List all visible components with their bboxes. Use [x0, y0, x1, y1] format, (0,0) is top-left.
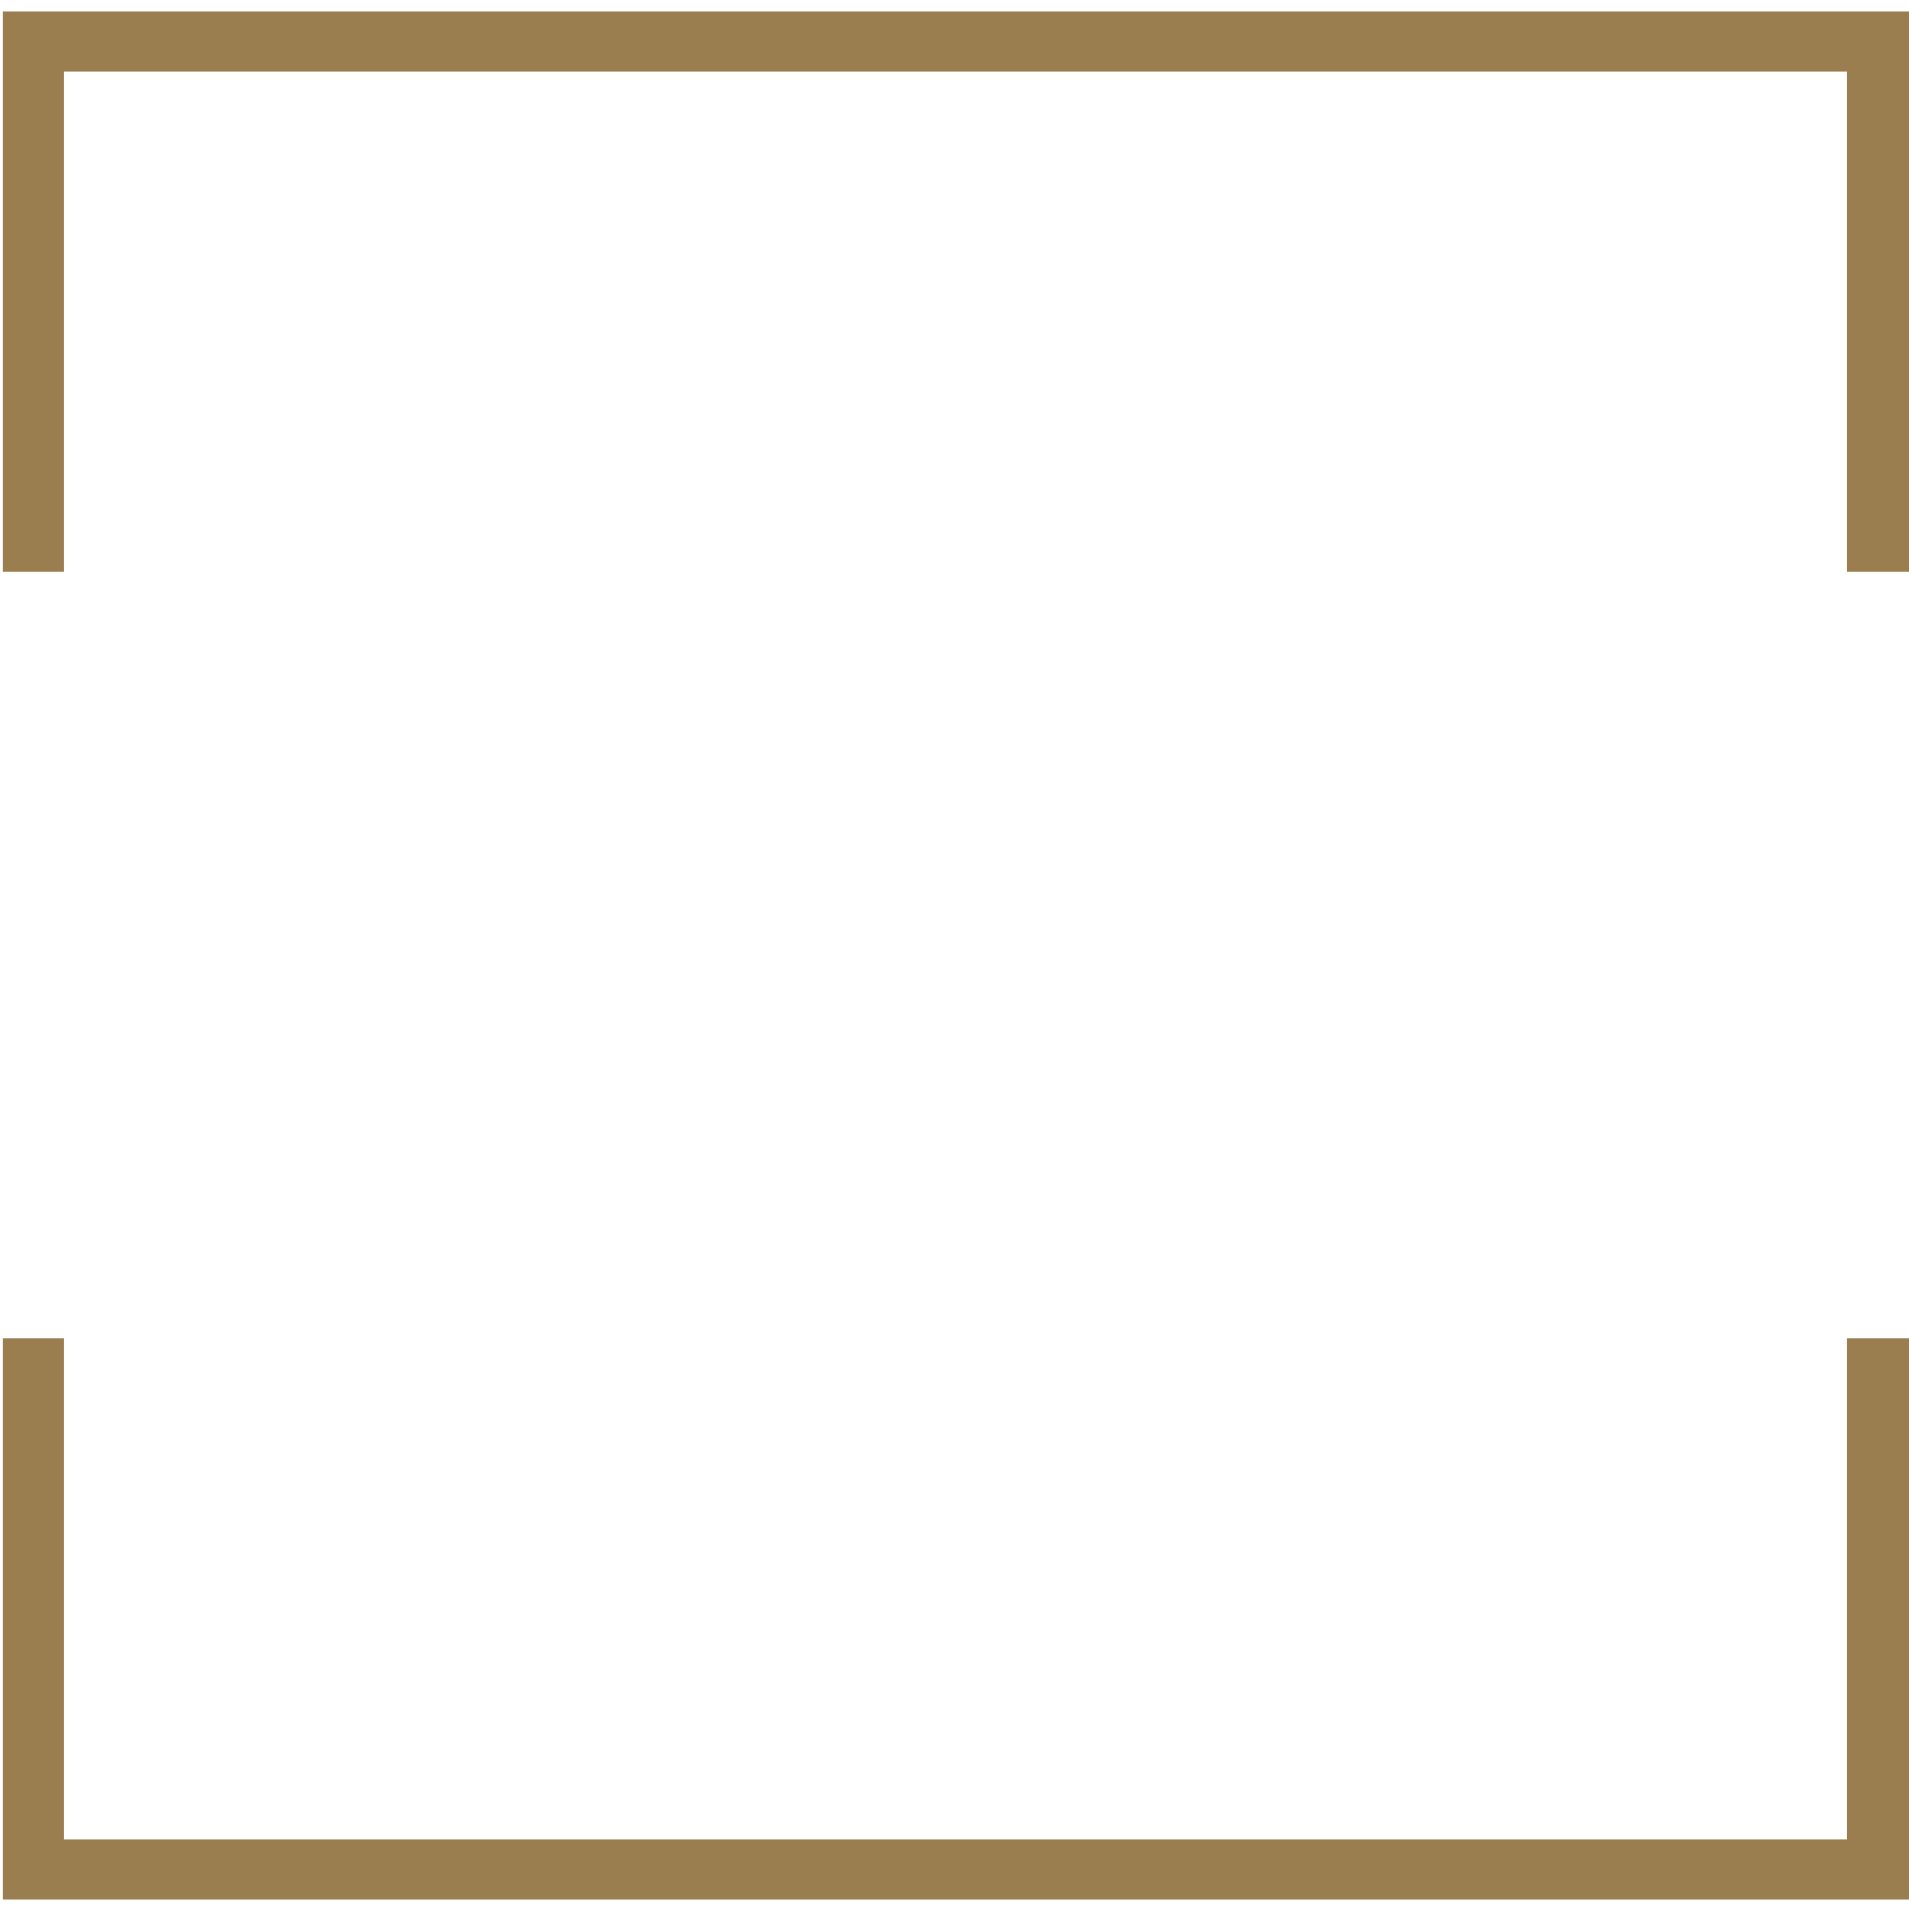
frame-left-upper-bar [3, 11, 64, 572]
frame-bottom-bar [3, 1839, 1909, 1900]
frame-left-lower-bar [3, 1338, 64, 1900]
frame-top-bar [3, 11, 1909, 72]
frame-right-lower-bar [1847, 1338, 1909, 1900]
frame-right-upper-bar [1847, 11, 1909, 572]
